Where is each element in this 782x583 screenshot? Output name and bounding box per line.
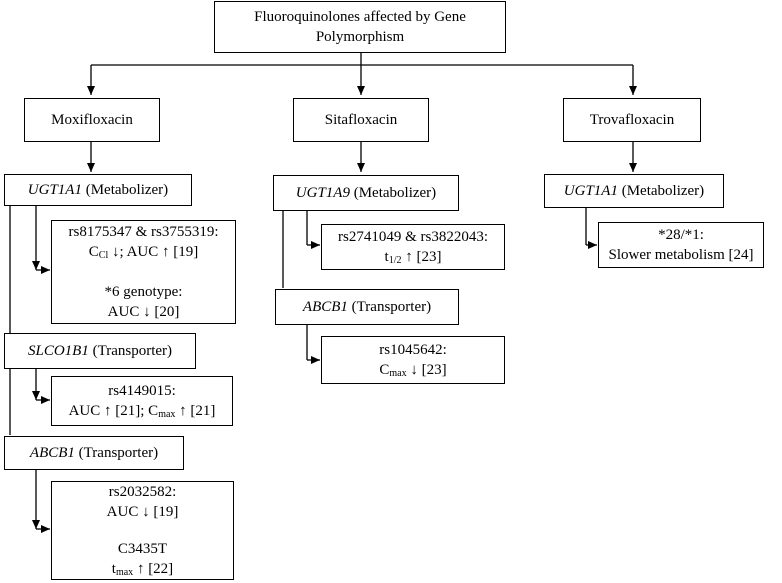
sita-ugt-effect-line-2: t1/2 ↑ [23] [384,249,442,266]
moxi-slco1b1-role: (Transporter) [92,343,173,359]
moxi-abcb1-gene: ABCB1 [29,445,75,461]
sita-abcb1-effects-box: rs1045642: Cmax ↓ [23] [321,336,505,384]
title-box: Fluoroquinolones affected by Gene Polymo… [214,1,506,53]
trova-ugt1a1-gene: UGT1A1 [563,183,618,199]
moxi-ugt-effect-line-1: rs8175347 & rs3755319: [68,224,219,240]
moxi-ugt-effect-line-2: CCl ↓; AUC ↑ [19] [88,244,199,261]
sita-abcb1-role: (Transporter) [351,299,432,315]
trova-ugt1a1-role: (Metabolizer) [621,183,705,199]
moxi-ugt1a1-effects-box: rs8175347 & rs3755319: CCl ↓; AUC ↑ [19]… [51,220,236,324]
moxi-slco1b1-gene: SLCO1B1 [27,343,89,359]
moxi-ugt1a1-box: UGT1A1 (Metabolizer) [4,174,192,206]
sita-abcb1-box: ABCB1 (Transporter) [275,289,459,325]
sita-ugt1a9-box: UGT1A9 (Metabolizer) [273,175,459,211]
drug-label-moxifloxacin: Moxifloxacin [51,112,133,128]
moxi-abcb1-box: ABCB1 (Transporter) [4,436,184,470]
moxi-slco-effect-line-1: rs4149015: [108,383,176,399]
trova-ugt1a1-effects-box: *28/*1: Slower metabolism [24] [598,222,764,268]
moxi-abcb-effect-line-3: C3435T [117,541,168,557]
sita-abcb-effect-line-1: rs1045642: [379,342,447,358]
moxi-abcb1-effects-box: rs2032582: AUC ↓ [19] C3435T tmax ↑ [22] [51,481,234,580]
moxi-slco1b1-box: SLCO1B1 (Transporter) [4,333,196,369]
moxi-abcb-effect-line-1: rs2032582: [108,484,177,500]
sita-ugt-effect-line-1: rs2741049 & rs3822043: [338,229,488,245]
sita-ugt1a9-role: (Metabolizer) [353,185,437,201]
title-line-1: Fluoroquinolones affected by Gene [254,9,466,25]
drug-box-sitafloxacin: Sitafloxacin [293,98,429,142]
moxi-abcb1-role: (Transporter) [78,445,159,461]
moxi-ugt1a1-gene: UGT1A1 [27,182,82,198]
moxi-ugt-effect-line-3: *6 genotype: [104,284,183,300]
moxi-abcb-effect-line-2: AUC ↓ [19] [106,504,179,520]
sita-ugt1a9-gene: UGT1A9 [295,185,350,201]
drug-box-moxifloxacin: Moxifloxacin [24,98,160,142]
moxi-ugt1a1-role: (Metabolizer) [85,182,169,198]
drug-label-trovafloxacin: Trovafloxacin [589,112,675,128]
trova-ugt-effect-line-2: Slower metabolism [24] [608,247,754,263]
sita-abcb-effect-line-2: Cmax ↓ [23] [379,362,447,379]
title-line-2: Polymorphism [315,29,405,45]
moxi-ugt-effect-line-4: AUC ↓ [20] [107,304,180,320]
sita-ugt1a9-effects-box: rs2741049 & rs3822043: t1/2 ↑ [23] [321,224,505,270]
moxi-slco-effect-line-2: AUC ↑ [21]; Cmax ↑ [21] [68,403,216,420]
drug-label-sitafloxacin: Sitafloxacin [324,112,398,128]
drug-box-trovafloxacin: Trovafloxacin [563,98,701,142]
trova-ugt-effect-line-1: *28/*1: [658,227,704,243]
sita-abcb1-gene: ABCB1 [302,299,348,315]
moxi-slco1b1-effects-box: rs4149015: AUC ↑ [21]; Cmax ↑ [21] [51,376,233,426]
moxi-abcb-effect-line-4: tmax ↑ [22] [111,561,174,578]
trova-ugt1a1-box: UGT1A1 (Metabolizer) [544,174,724,208]
